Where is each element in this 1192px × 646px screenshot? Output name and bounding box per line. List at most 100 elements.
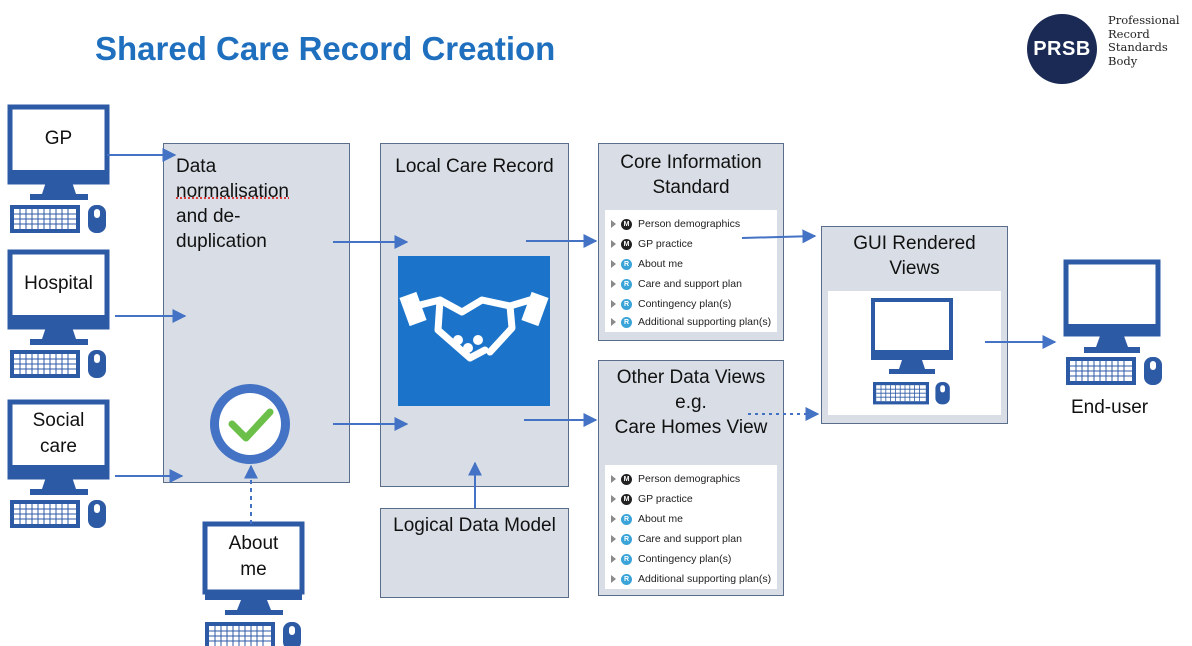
list-item: R About me: [611, 256, 683, 272]
label-line: Social: [32, 410, 85, 431]
item-label: Person demographics: [638, 218, 741, 230]
gp-label: GP: [14, 111, 103, 167]
logo-line: Record: [1108, 26, 1150, 41]
item-label: Contingency plan(s): [638, 298, 732, 310]
list-item: M GP practice: [611, 491, 693, 507]
required-badge-icon: R: [621, 298, 632, 310]
about-me-label: About me: [209, 528, 298, 586]
item-label: About me: [638, 513, 683, 525]
title-line: Views: [889, 258, 940, 279]
expand-arrow-icon: [611, 280, 616, 288]
required-badge-icon: R: [621, 533, 632, 545]
logo-line: Standards: [1108, 40, 1168, 54]
arrow-core-to-gui: [741, 229, 817, 244]
gui-views-panel: GUI Rendered Views: [821, 226, 1008, 424]
expand-arrow-icon: [611, 575, 616, 583]
item-label: GP practice: [638, 493, 693, 505]
required-badge-icon: R: [621, 573, 632, 585]
end-user-keyboard-icon: [1065, 356, 1163, 386]
title-line: Core Information: [620, 152, 762, 173]
label-line: Hospital: [24, 273, 93, 294]
expand-arrow-icon: [611, 555, 616, 563]
expand-arrow-icon: [611, 300, 616, 308]
page-title: Shared Care Record Creation: [95, 30, 556, 67]
logical-data-model-title: Logical Data Model: [393, 515, 556, 536]
text-line: duplication: [176, 231, 267, 252]
logo-line: Professional: [1108, 13, 1180, 27]
gp-keyboard-icon: [9, 204, 107, 234]
gui-views-title: GUI Rendered Views: [822, 231, 1007, 281]
prsb-logo-text: Professional Record Standards Body: [1108, 13, 1192, 68]
title-line: Standard: [652, 177, 730, 198]
social-care-keyboard-icon: [9, 499, 107, 529]
list-item: R Additional supporting plan(s): [611, 571, 771, 587]
required-badge-icon: R: [621, 553, 632, 565]
list-item: M Person demographics: [611, 471, 740, 487]
expand-arrow-icon: [611, 220, 616, 228]
list-item: R Additional supporting plan(s): [611, 314, 771, 330]
social-care-label: Social care: [14, 406, 103, 462]
list-item: R Care and support plan: [611, 531, 742, 547]
end-user-computer-icon: [1063, 259, 1161, 353]
expand-arrow-icon: [611, 318, 616, 326]
handshake-icon: [398, 256, 550, 406]
item-label: Person demographics: [638, 473, 741, 485]
text-line: and de-: [176, 206, 241, 227]
expand-arrow-icon: [611, 240, 616, 248]
mandatory-badge-icon: M: [621, 238, 632, 250]
title-line: e.g.: [675, 392, 707, 413]
hospital-keyboard-icon: [9, 349, 107, 379]
mandatory-badge-icon: M: [621, 218, 632, 230]
list-item: R Contingency plan(s): [611, 296, 731, 312]
expand-arrow-icon: [611, 515, 616, 523]
mandatory-badge-icon: M: [621, 473, 632, 485]
gui-keyboard-icon: [872, 381, 951, 405]
required-badge-icon: R: [621, 278, 632, 290]
item-label: Care and support plan: [638, 533, 742, 545]
core-standard-panel: Core Information Standard M Person demogr…: [598, 143, 784, 341]
check-circle-icon: [210, 384, 290, 464]
social-care-computer-icon: [7, 399, 110, 495]
core-standard-list: M Person demographics M GP practice R About…: [605, 210, 777, 332]
required-badge-icon: R: [621, 316, 632, 328]
required-badge-icon: R: [621, 513, 632, 525]
label-line: care: [40, 436, 77, 457]
list-item: M Person demographics: [611, 216, 740, 232]
other-views-list: M Person demographics M GP practice R About…: [605, 465, 777, 589]
about-me-keyboard-icon: [204, 621, 302, 646]
expand-arrow-icon: [611, 535, 616, 543]
prsb-logo: PRSB: [1027, 14, 1097, 84]
list-item: R Contingency plan(s): [611, 551, 731, 567]
title-line: Care Homes View: [614, 417, 768, 438]
hospital-label: Hospital: [14, 256, 103, 312]
list-item: R Care and support plan: [611, 276, 742, 292]
hospital-computer-icon: [7, 249, 110, 345]
item-label: About me: [638, 258, 683, 270]
logical-data-model-panel: Logical Data Model: [380, 508, 569, 598]
expand-arrow-icon: [611, 495, 616, 503]
list-item: M GP practice: [611, 236, 693, 252]
item-label: Additional supporting plan(s): [638, 573, 772, 585]
item-label: Contingency plan(s): [638, 553, 732, 565]
end-user-label: End-user: [1071, 397, 1149, 418]
label-line: me: [240, 559, 267, 580]
text-line: Data: [176, 156, 217, 177]
local-care-record-title: Local Care Record: [395, 156, 554, 177]
core-standard-title: Core Information Standard: [599, 150, 783, 200]
list-item: R About me: [611, 511, 683, 527]
mandatory-badge-icon: M: [621, 493, 632, 505]
normalisation-text: Data normalisation and de- duplication: [176, 154, 289, 254]
item-label: Care and support plan: [638, 278, 742, 290]
other-views-title: Other Data Views e.g. Care Homes View: [599, 365, 783, 440]
label-line: GP: [44, 128, 73, 149]
label-line: About: [228, 533, 279, 554]
logo-line: Body: [1108, 53, 1138, 68]
item-label: GP practice: [638, 238, 693, 250]
required-badge-icon: R: [621, 258, 632, 270]
title-line: Other Data Views: [616, 367, 766, 388]
item-label: Additional supporting plan(s): [638, 316, 772, 328]
expand-arrow-icon: [611, 260, 616, 268]
text-line: normalisation: [176, 181, 289, 202]
